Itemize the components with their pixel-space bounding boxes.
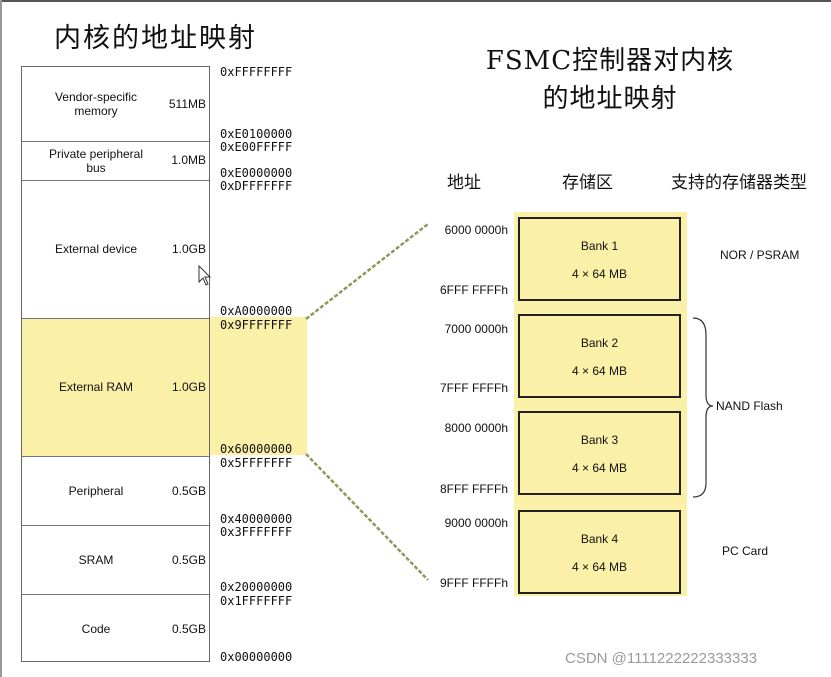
bank-3-start-address: 8000 0000h xyxy=(444,421,508,435)
bank-name: Bank 1 xyxy=(580,239,619,253)
region-vendor-specific: Vendor-specific memory 511MB xyxy=(22,67,209,141)
address-label: 0x60000000 xyxy=(220,442,293,456)
window-left-border xyxy=(0,0,2,677)
address-label: 0x9FFFFFFF xyxy=(220,318,293,332)
window-top-border xyxy=(0,0,831,2)
bank-3-box: Bank 3 4 × 64 MB xyxy=(518,411,681,495)
region-external-ram: External RAM 1.0GB xyxy=(22,318,209,456)
header-storage-area: 存储区 xyxy=(562,173,613,193)
memory-type-pc-card: PC Card xyxy=(722,544,769,558)
region-name: SRAM xyxy=(78,553,114,567)
address-label: 0xDFFFFFFF xyxy=(220,179,293,193)
bank-2-start-address: 7000 0000h xyxy=(444,322,508,336)
bank-1-box: Bank 1 4 × 64 MB xyxy=(518,217,681,301)
region-name: Private peripheral bus xyxy=(48,147,144,175)
nand-flash-brace xyxy=(692,317,714,498)
core-address-map-title: 内核的地址映射 xyxy=(54,23,257,54)
region-name: External device xyxy=(54,242,138,256)
address-label: 0x5FFFFFFF xyxy=(220,456,293,470)
address-label: 0x00000000 xyxy=(220,650,293,664)
region-size: 1.0MB xyxy=(171,153,206,167)
region-size: 0.5GB xyxy=(171,553,206,567)
bank-3-end-address: 8FFF FFFFh xyxy=(440,482,508,496)
csdn-watermark: CSDN @1111222222333333 xyxy=(565,650,758,667)
region-size: 0.5GB xyxy=(171,622,206,636)
address-label: 0x3FFFFFFF xyxy=(220,525,293,539)
fsmc-address-map-title: FSMC控制器对内核 的地址映射 xyxy=(460,42,760,118)
region-name: Code xyxy=(81,622,111,636)
region-name: External RAM xyxy=(58,380,134,394)
memory-type-nand-flash: NAND Flash xyxy=(716,399,783,413)
mouse-cursor-icon xyxy=(198,265,212,286)
connector-line-lower xyxy=(305,453,429,581)
bank-name: Bank 3 xyxy=(580,433,619,447)
region-name: Vendor-specific memory xyxy=(54,90,138,118)
bank-size: 4 × 64 MB xyxy=(571,364,628,378)
region-size: 1.0GB xyxy=(171,380,206,394)
bank-4-box: Bank 4 4 × 64 MB xyxy=(518,510,681,594)
address-label: 0xFFFFFFFF xyxy=(220,65,293,79)
address-label: 0x20000000 xyxy=(220,580,293,594)
region-size: 511MB xyxy=(168,97,206,111)
address-label: 0x40000000 xyxy=(220,512,293,526)
bank-2-box: Bank 2 4 × 64 MB xyxy=(518,314,681,398)
address-label: 0xE00FFFFF xyxy=(220,140,293,154)
core-memory-map: Vendor-specific memory 511MB Private per… xyxy=(21,66,210,662)
region-code: Code 0.5GB xyxy=(22,594,209,663)
fsmc-title-line-1: FSMC控制器对内核 xyxy=(485,46,735,76)
address-label: 0xA0000000 xyxy=(220,304,293,318)
region-size: 0.5GB xyxy=(171,484,206,498)
bank-name: Bank 2 xyxy=(580,336,619,350)
bank-size: 4 × 64 MB xyxy=(571,461,628,475)
bank-size: 4 × 64 MB xyxy=(571,267,628,281)
address-label: 0xE0100000 xyxy=(220,127,293,141)
bank-4-end-address: 9FFF FFFFh xyxy=(440,576,508,590)
region-sram: SRAM 0.5GB xyxy=(22,525,209,594)
external-ram-highlight-band xyxy=(210,317,307,455)
fsmc-title-line-2: 的地址映射 xyxy=(542,84,678,114)
header-memory-types: 支持的存储器类型 xyxy=(671,173,807,193)
bank-2-end-address: 7FFF FFFFh xyxy=(440,381,508,395)
bank-size: 4 × 64 MB xyxy=(571,560,628,574)
bank-1-end-address: 6FFF FFFFh xyxy=(440,283,508,297)
connector-line-upper xyxy=(305,223,429,320)
memory-type-nor-psram: NOR / PSRAM xyxy=(720,248,800,262)
header-address: 地址 xyxy=(447,173,481,193)
region-size: 1.0GB xyxy=(171,242,206,256)
region-private-peripheral-bus: Private peripheral bus 1.0MB xyxy=(22,141,209,180)
bank-4-start-address: 9000 0000h xyxy=(444,516,508,530)
address-label: 0xE0000000 xyxy=(220,166,293,180)
address-label: 0x1FFFFFFF xyxy=(220,594,293,608)
region-peripheral: Peripheral 0.5GB xyxy=(22,456,209,525)
region-external-device: External device 1.0GB xyxy=(22,180,209,318)
region-name: Peripheral xyxy=(68,484,124,498)
bank-1-start-address: 6000 0000h xyxy=(444,223,508,237)
bank-name: Bank 4 xyxy=(580,532,619,546)
